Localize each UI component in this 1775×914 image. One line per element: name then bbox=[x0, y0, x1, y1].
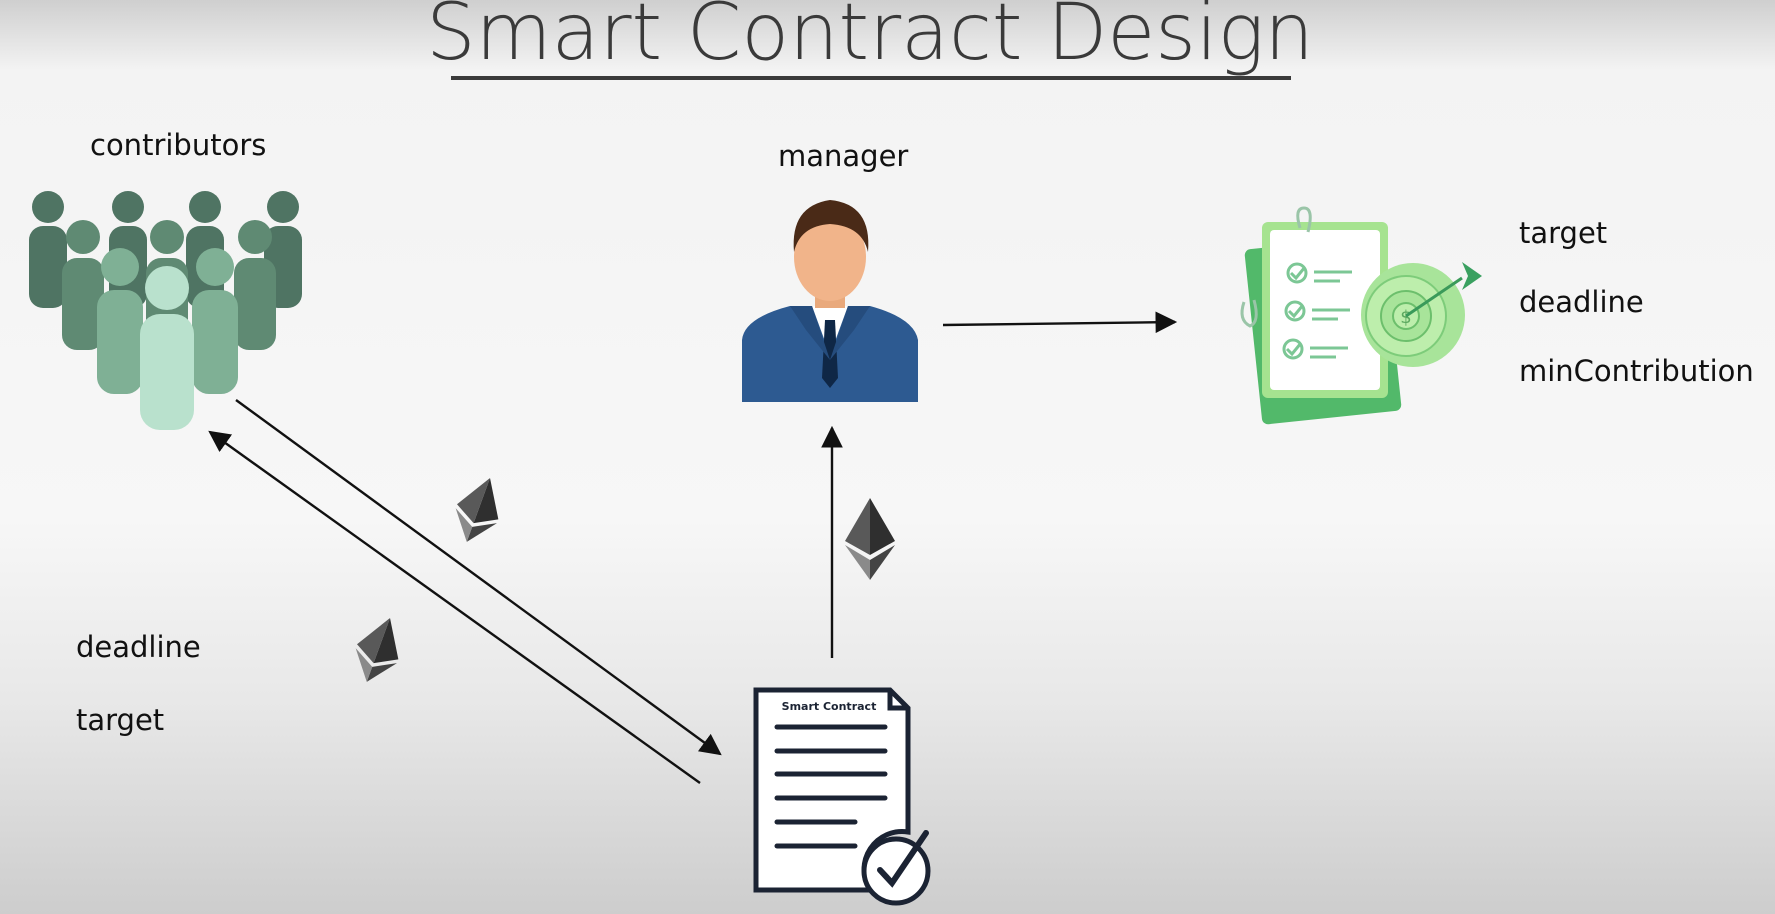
svg-text:$: $ bbox=[1400, 307, 1411, 328]
campaign-document-icon: $ bbox=[1240, 206, 1482, 425]
manager-icon bbox=[742, 200, 918, 402]
contributors-group-icon bbox=[29, 191, 302, 430]
smart-contract-icon: Smart Contract bbox=[753, 687, 931, 906]
title-underline bbox=[451, 76, 1291, 80]
right-field-mincontribution: minContribution bbox=[1519, 354, 1754, 388]
right-field-deadline: deadline bbox=[1519, 285, 1644, 319]
contributors-label: contributors bbox=[90, 128, 267, 162]
ethereum-icon bbox=[455, 478, 499, 542]
ethereum-icon bbox=[845, 498, 895, 580]
arrow-contributors-to-contract bbox=[235, 399, 722, 756]
page-title: Smart Contract Design bbox=[426, 0, 1314, 78]
right-field-target: target bbox=[1519, 216, 1608, 250]
left-field-target: target bbox=[76, 703, 165, 737]
manager-label: manager bbox=[778, 139, 909, 173]
smart-contract-doc-heading: Smart Contract bbox=[782, 700, 877, 713]
left-field-deadline: deadline bbox=[76, 630, 201, 664]
arrow-contract-to-contributors bbox=[208, 430, 701, 784]
arrow-manager-to-document bbox=[942, 311, 1178, 334]
ethereum-icon bbox=[355, 618, 399, 682]
